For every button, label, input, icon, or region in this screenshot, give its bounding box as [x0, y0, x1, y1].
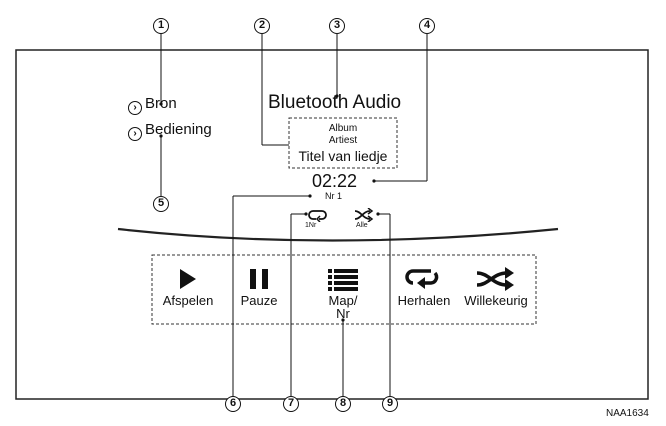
album-label: Album — [328, 123, 358, 134]
shuffle-status-icon — [354, 208, 374, 222]
chevron-icon: › — [128, 127, 142, 141]
shuffle-button[interactable]: Willekeurig — [457, 258, 535, 320]
chevron-icon: › — [128, 101, 142, 115]
folder-label-line1: Map/ — [328, 293, 358, 308]
callout-7: 7 — [283, 396, 299, 412]
screen-curve — [117, 227, 559, 242]
playback-time: 02:22 — [312, 171, 358, 191]
repeat-icon — [405, 269, 439, 289]
menu-source-label: Bron — [145, 95, 177, 112]
play-button-label: Afspelen — [162, 293, 214, 308]
callout-1: 1 — [153, 18, 169, 34]
song-title-label: Titel van liedje — [298, 148, 388, 164]
menu-operation-label: Bediening — [145, 121, 212, 138]
track-number: Nr 1 — [325, 191, 343, 201]
pause-button-label: Pauze — [240, 293, 278, 308]
controls-box — [151, 254, 537, 325]
callout-8: 8 — [335, 396, 351, 412]
repeat-button-label: Herhalen — [397, 293, 451, 308]
menu-source[interactable]: ›Bron — [128, 95, 177, 115]
song-info-box — [288, 117, 398, 169]
repeat-status-icon — [308, 210, 327, 222]
list-icon — [328, 269, 358, 291]
shuffle-mode-label: Alle — [356, 222, 368, 229]
callout-4: 4 — [419, 18, 435, 34]
display-frame — [15, 49, 649, 400]
folder-track-button[interactable]: Map/ Nr — [313, 258, 373, 320]
folder-label-line2: Nr — [336, 306, 350, 321]
pause-icon — [250, 269, 268, 289]
pause-button[interactable]: Pauze — [229, 258, 289, 320]
repeat-mode-label: 1Nr — [305, 222, 317, 229]
figure-code: NAA1634 — [606, 408, 649, 419]
callout-2: 2 — [254, 18, 270, 34]
artist-label: Artiest — [328, 135, 358, 146]
repeat-button[interactable]: Herhalen — [391, 258, 457, 320]
shuffle-icon — [476, 267, 514, 291]
play-icon — [180, 269, 196, 289]
shuffle-button-label: Willekeurig — [464, 293, 528, 308]
callout-6: 6 — [225, 396, 241, 412]
callout-3: 3 — [329, 18, 345, 34]
callout-5: 5 — [153, 196, 169, 212]
play-button[interactable]: Afspelen — [156, 258, 220, 320]
callout-9: 9 — [382, 396, 398, 412]
screen-title: Bluetooth Audio — [268, 92, 402, 113]
menu-operation[interactable]: ›Bediening — [128, 121, 212, 141]
